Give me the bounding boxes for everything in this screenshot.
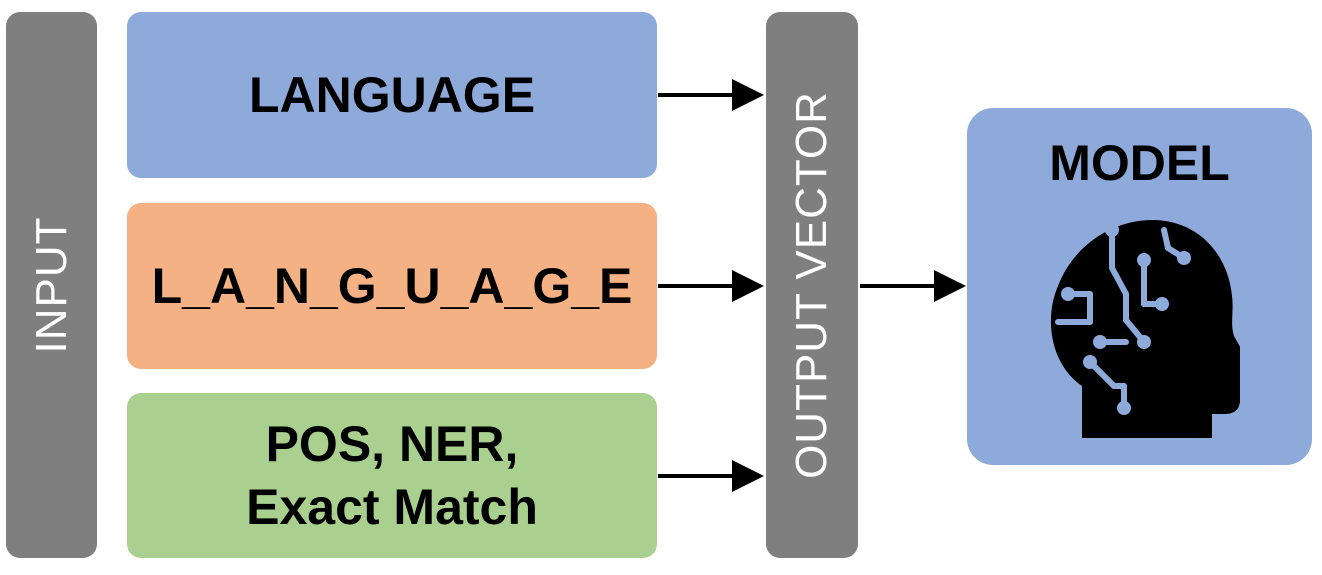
character-label: L_A_N_G_U_A_G_E (151, 257, 633, 314)
output-vector-bar: OUTPUT VECTOR (766, 12, 858, 558)
features-label-line1: POS, NER, (265, 416, 519, 472)
features-label-line2: Exact Match (246, 478, 538, 535)
language-box: LANGUAGE (127, 12, 657, 178)
model-title: MODEL (1049, 135, 1230, 191)
character-box: L_A_N_G_U_A_G_E (127, 203, 657, 369)
language-label: LANGUAGE (248, 66, 536, 123)
input-bar: INPUT (6, 12, 97, 558)
brain-head-icon (1050, 220, 1240, 438)
features-box: POS, NER, Exact Match (127, 393, 657, 558)
model-box: MODEL (967, 108, 1312, 465)
input-label: INPUT (26, 216, 76, 354)
output-vector-label: OUTPUT VECTOR (787, 91, 836, 479)
